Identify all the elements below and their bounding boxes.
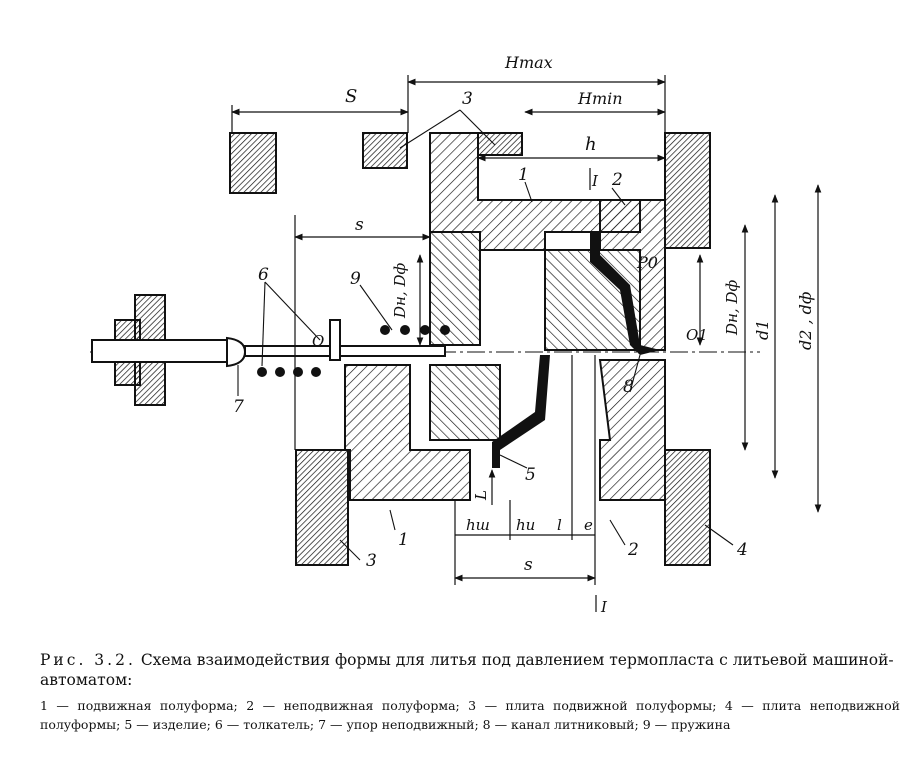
plate-4: [664, 132, 711, 566]
callout-1-bottom: 1: [398, 530, 409, 550]
caption-legend: 1 — подвижная полуформа; 2 — неподвижная…: [40, 698, 900, 732]
figure-caption: Рис. 3.2. Схема взаимодействия формы для…: [40, 650, 900, 734]
callout-3-top: 3: [462, 89, 473, 109]
label-h-max: Hmax: [504, 53, 553, 72]
callout-5: 5: [525, 465, 536, 485]
label-l: l: [557, 516, 562, 534]
plate-3-top: [229, 132, 523, 194]
callout-4: 4: [736, 540, 748, 560]
section-mark-top: I: [591, 172, 599, 190]
callout-7: 7: [233, 397, 244, 417]
label-L: L: [472, 490, 490, 501]
product-5: [492, 355, 550, 468]
label-s-lower: s: [524, 555, 533, 575]
section-mark-bottom: I: [600, 598, 608, 616]
label-h: h: [585, 134, 597, 155]
callout-3-bottom: 3: [366, 551, 377, 571]
label-O1: O1: [686, 326, 708, 344]
label-d2-dph: d2 , dф: [796, 292, 815, 350]
moving-half-form-1: [344, 132, 641, 501]
label-h-min: Hmin: [577, 89, 623, 108]
plate-3-bottom: [295, 449, 349, 566]
label-P0: P0: [636, 253, 658, 272]
label-s-upper: s: [355, 215, 364, 235]
label-d1: d1: [753, 320, 772, 340]
callout-1-top: 1: [518, 165, 529, 185]
label-h-i: hи: [516, 516, 535, 534]
ejector-6: [244, 319, 446, 361]
callout-2-bottom: 2: [627, 540, 639, 560]
mold-diagram: Hmax Hmin h S s s 3 3 1 1 2 2 4 5 6 7 8 …: [90, 53, 822, 616]
label-h-sh: hш: [466, 516, 490, 534]
fixed-stop-7: [91, 294, 247, 406]
callout-8: 8: [623, 377, 634, 397]
callout-6: 6: [258, 265, 269, 285]
sprue-channel-8: [590, 232, 660, 355]
label-S: S: [345, 86, 357, 107]
dimension-lines: [231, 75, 822, 612]
caption-title-text: Схема взаимодействия формы для литья под…: [40, 651, 894, 689]
label-Dn-Dph-right: Dн, Dф: [723, 280, 741, 336]
figure-number: Рис. 3.2.: [40, 651, 136, 669]
callout-leaders: [237, 109, 734, 561]
caption-title: Рис. 3.2. Схема взаимодействия формы для…: [40, 650, 900, 690]
label-O: O: [312, 332, 324, 350]
callout-9: 9: [350, 269, 361, 289]
callout-2-top: 2: [611, 170, 623, 190]
label-e: e: [584, 516, 593, 534]
label-Dn-Dph-left: Dн, Dф: [391, 263, 409, 319]
